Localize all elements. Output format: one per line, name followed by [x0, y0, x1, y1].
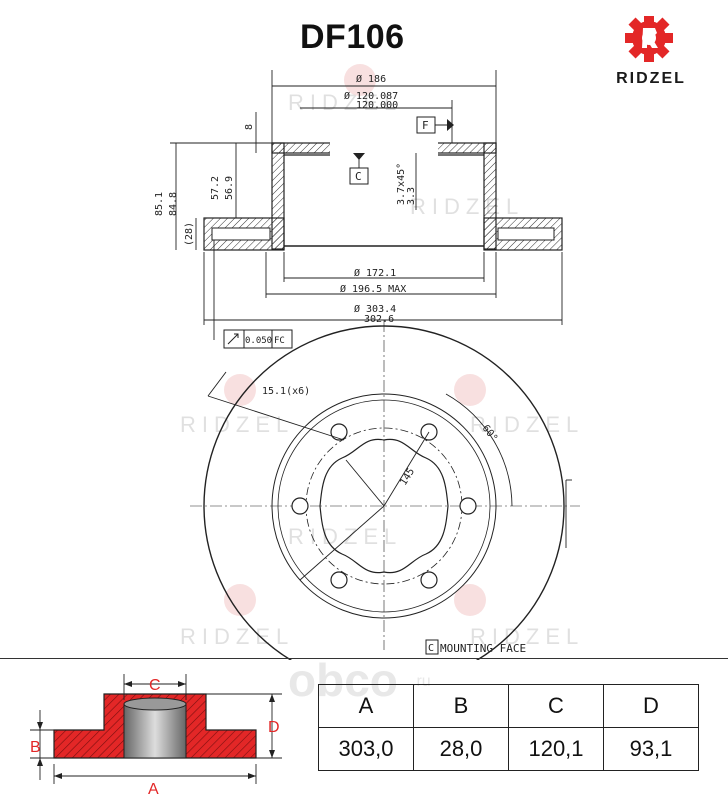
svg-text:85.1: 85.1 — [154, 192, 165, 216]
svg-text:(28): (28) — [184, 222, 195, 246]
spec-table-value-row: 303,0 28,0 120,1 93,1 — [318, 727, 699, 771]
spec-value-d: 93,1 — [603, 727, 699, 771]
svg-text:C: C — [355, 170, 362, 183]
svg-text:RIDZEL: RIDZEL — [410, 194, 524, 219]
dimension-legend-diagram: C B D A — [30, 674, 282, 798]
svg-text:Ø 303.4: Ø 303.4 — [354, 303, 396, 315]
tolerance-frame: 0.050 FC — [213, 310, 293, 349]
datum-c: C — [349, 153, 369, 185]
spec-header-a: A — [318, 684, 414, 728]
svg-text:F: F — [422, 119, 429, 132]
svg-text:FC: FC — [274, 336, 285, 346]
svg-text:RIDZEL: RIDZEL — [180, 624, 294, 649]
gear-logo-icon — [625, 14, 673, 62]
svg-text:57.2: 57.2 — [210, 176, 221, 200]
watermark-gears — [224, 64, 486, 616]
svg-text:145: 145 — [398, 466, 417, 487]
legend-label-a: A — [148, 781, 159, 798]
brand-name: RIDZEL — [616, 70, 686, 87]
mounting-face-note: C MOUNTING FACE — [425, 639, 526, 655]
watermark-layer: RIDZEL RIDZEL RIDZEL RIDZEL RIDZEL RIDZE… — [180, 90, 584, 649]
svg-text:C: C — [428, 643, 434, 654]
datum-f: F — [416, 116, 454, 134]
spec-table-header-row: A B C D — [318, 684, 699, 728]
svg-text:MOUNTING FACE: MOUNTING FACE — [440, 642, 526, 655]
legend-label-d: D — [268, 719, 280, 736]
svg-text:56.9: 56.9 — [224, 176, 235, 200]
svg-text:Ø 196.5 MAX: Ø 196.5 MAX — [340, 283, 406, 295]
spec-table: A B C D 303,0 28,0 120,1 93,1 — [318, 684, 699, 771]
svg-text:Ø 120.087: Ø 120.087 — [344, 90, 398, 102]
disc-section-view — [203, 141, 563, 251]
front-dimensions — [207, 371, 572, 581]
spec-value-a: 303,0 — [318, 727, 414, 771]
svg-text:Ø 186: Ø 186 — [356, 73, 386, 85]
svg-text:302.6: 302.6 — [364, 314, 394, 325]
svg-text:RIDZEL: RIDZEL — [470, 624, 584, 649]
technical-drawing: RIDZEL RIDZEL RIDZEL RIDZEL RIDZEL RIDZE… — [154, 64, 584, 660]
section-divider — [0, 658, 728, 659]
svg-text:0.050: 0.050 — [245, 336, 272, 346]
svg-text:RIDZEL: RIDZEL — [288, 524, 402, 549]
svg-text:8: 8 — [244, 124, 255, 130]
section-dimensions — [170, 70, 563, 325]
svg-text:Ø 172.1: Ø 172.1 — [354, 267, 396, 279]
svg-text:RIDZEL: RIDZEL — [180, 412, 294, 437]
legend-label-c: C — [149, 677, 161, 694]
spec-header-c: C — [508, 684, 604, 728]
spec-header-b: B — [413, 684, 509, 728]
brand-logo: RIDZEL — [596, 14, 706, 96]
svg-text:3.3: 3.3 — [406, 187, 417, 205]
spec-value-b: 28,0 — [413, 727, 509, 771]
svg-text:3.7x45°: 3.7x45° — [396, 163, 407, 205]
svg-text:RIDZEL: RIDZEL — [470, 412, 584, 437]
bolt-holes — [291, 423, 477, 589]
svg-text:RIDZEL: RIDZEL — [288, 90, 402, 115]
legend-label-b: B — [30, 739, 41, 756]
svg-text:15.1(x6): 15.1(x6) — [262, 386, 310, 397]
spec-header-d: D — [603, 684, 699, 728]
svg-text:84.8: 84.8 — [168, 192, 179, 216]
part-number-title: DF106 — [300, 18, 405, 56]
dimension-labels: Ø 186 Ø 120.087 120.000 8 57.2 56.9 85.1… — [154, 73, 417, 325]
spec-value-c: 120,1 — [508, 727, 604, 771]
svg-text:120.000: 120.000 — [356, 100, 398, 111]
